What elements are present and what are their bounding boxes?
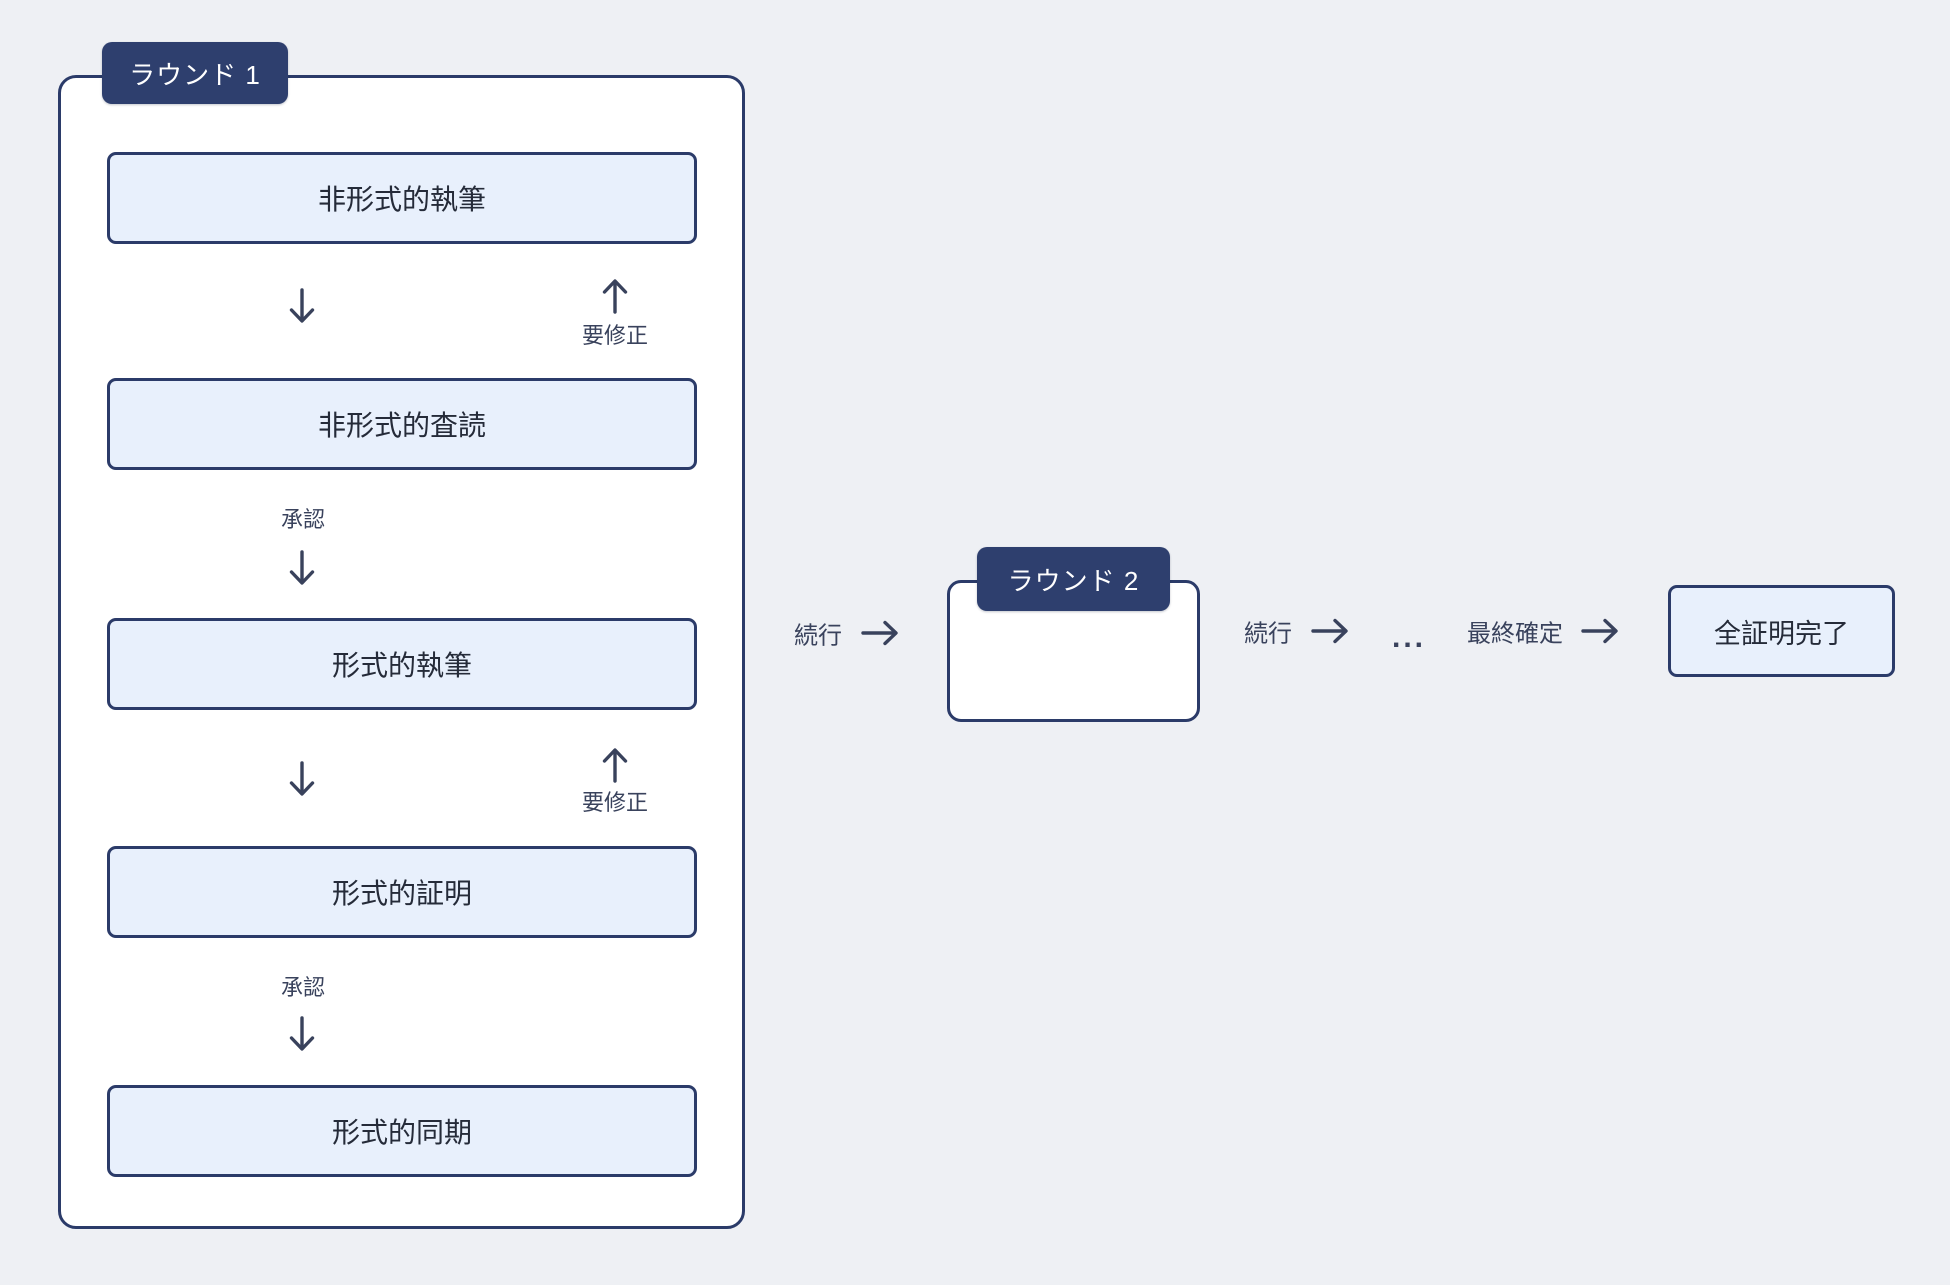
revise-label: 要修正	[581, 790, 649, 815]
ellipsis-label: ...	[1391, 621, 1427, 654]
all-proofs-complete-label: 全証明完了	[1714, 618, 1849, 649]
stage-informal-writing: 非形式的執筆	[107, 152, 697, 244]
finalize-label: 最終確定	[1467, 620, 1563, 648]
down-arrow-icon	[287, 1015, 317, 1053]
stage-label: 形式的同期	[331, 1117, 472, 1148]
stage-label: 形式的証明	[331, 878, 472, 909]
stage-formal-sync: 形式的同期	[107, 1085, 697, 1177]
approve-label: 承認	[280, 507, 326, 532]
right-arrow-icon	[1580, 616, 1620, 646]
stage-informal-review: 非形式的査読	[107, 378, 697, 470]
stage-label: 非形式的執筆	[317, 184, 486, 215]
round1-badge-label: ラウンド 1	[129, 59, 261, 90]
up-arrow-icon	[600, 277, 630, 315]
right-arrow-icon	[860, 618, 900, 648]
continue-label: 続行	[1244, 620, 1292, 648]
round2-badge-label: ラウンド 2	[1007, 565, 1140, 596]
stage-formal-writing: 形式的執筆	[107, 618, 697, 710]
round1-badge: ラウンド 1	[102, 42, 288, 104]
down-arrow-icon	[287, 549, 317, 587]
stage-formal-proof: 形式的証明	[107, 846, 697, 938]
all-proofs-complete-box: 全証明完了	[1668, 585, 1895, 677]
down-arrow-icon	[287, 760, 317, 798]
continue-label: 続行	[794, 622, 842, 650]
right-arrow-icon	[1310, 616, 1350, 646]
approve-label: 承認	[280, 975, 326, 1000]
down-arrow-icon	[287, 287, 317, 325]
stage-label: 形式的執筆	[331, 650, 472, 681]
up-arrow-icon	[600, 746, 630, 784]
stage-label: 非形式的査読	[317, 410, 486, 441]
round2-badge: ラウンド 2	[977, 547, 1170, 611]
revise-label: 要修正	[581, 323, 649, 348]
